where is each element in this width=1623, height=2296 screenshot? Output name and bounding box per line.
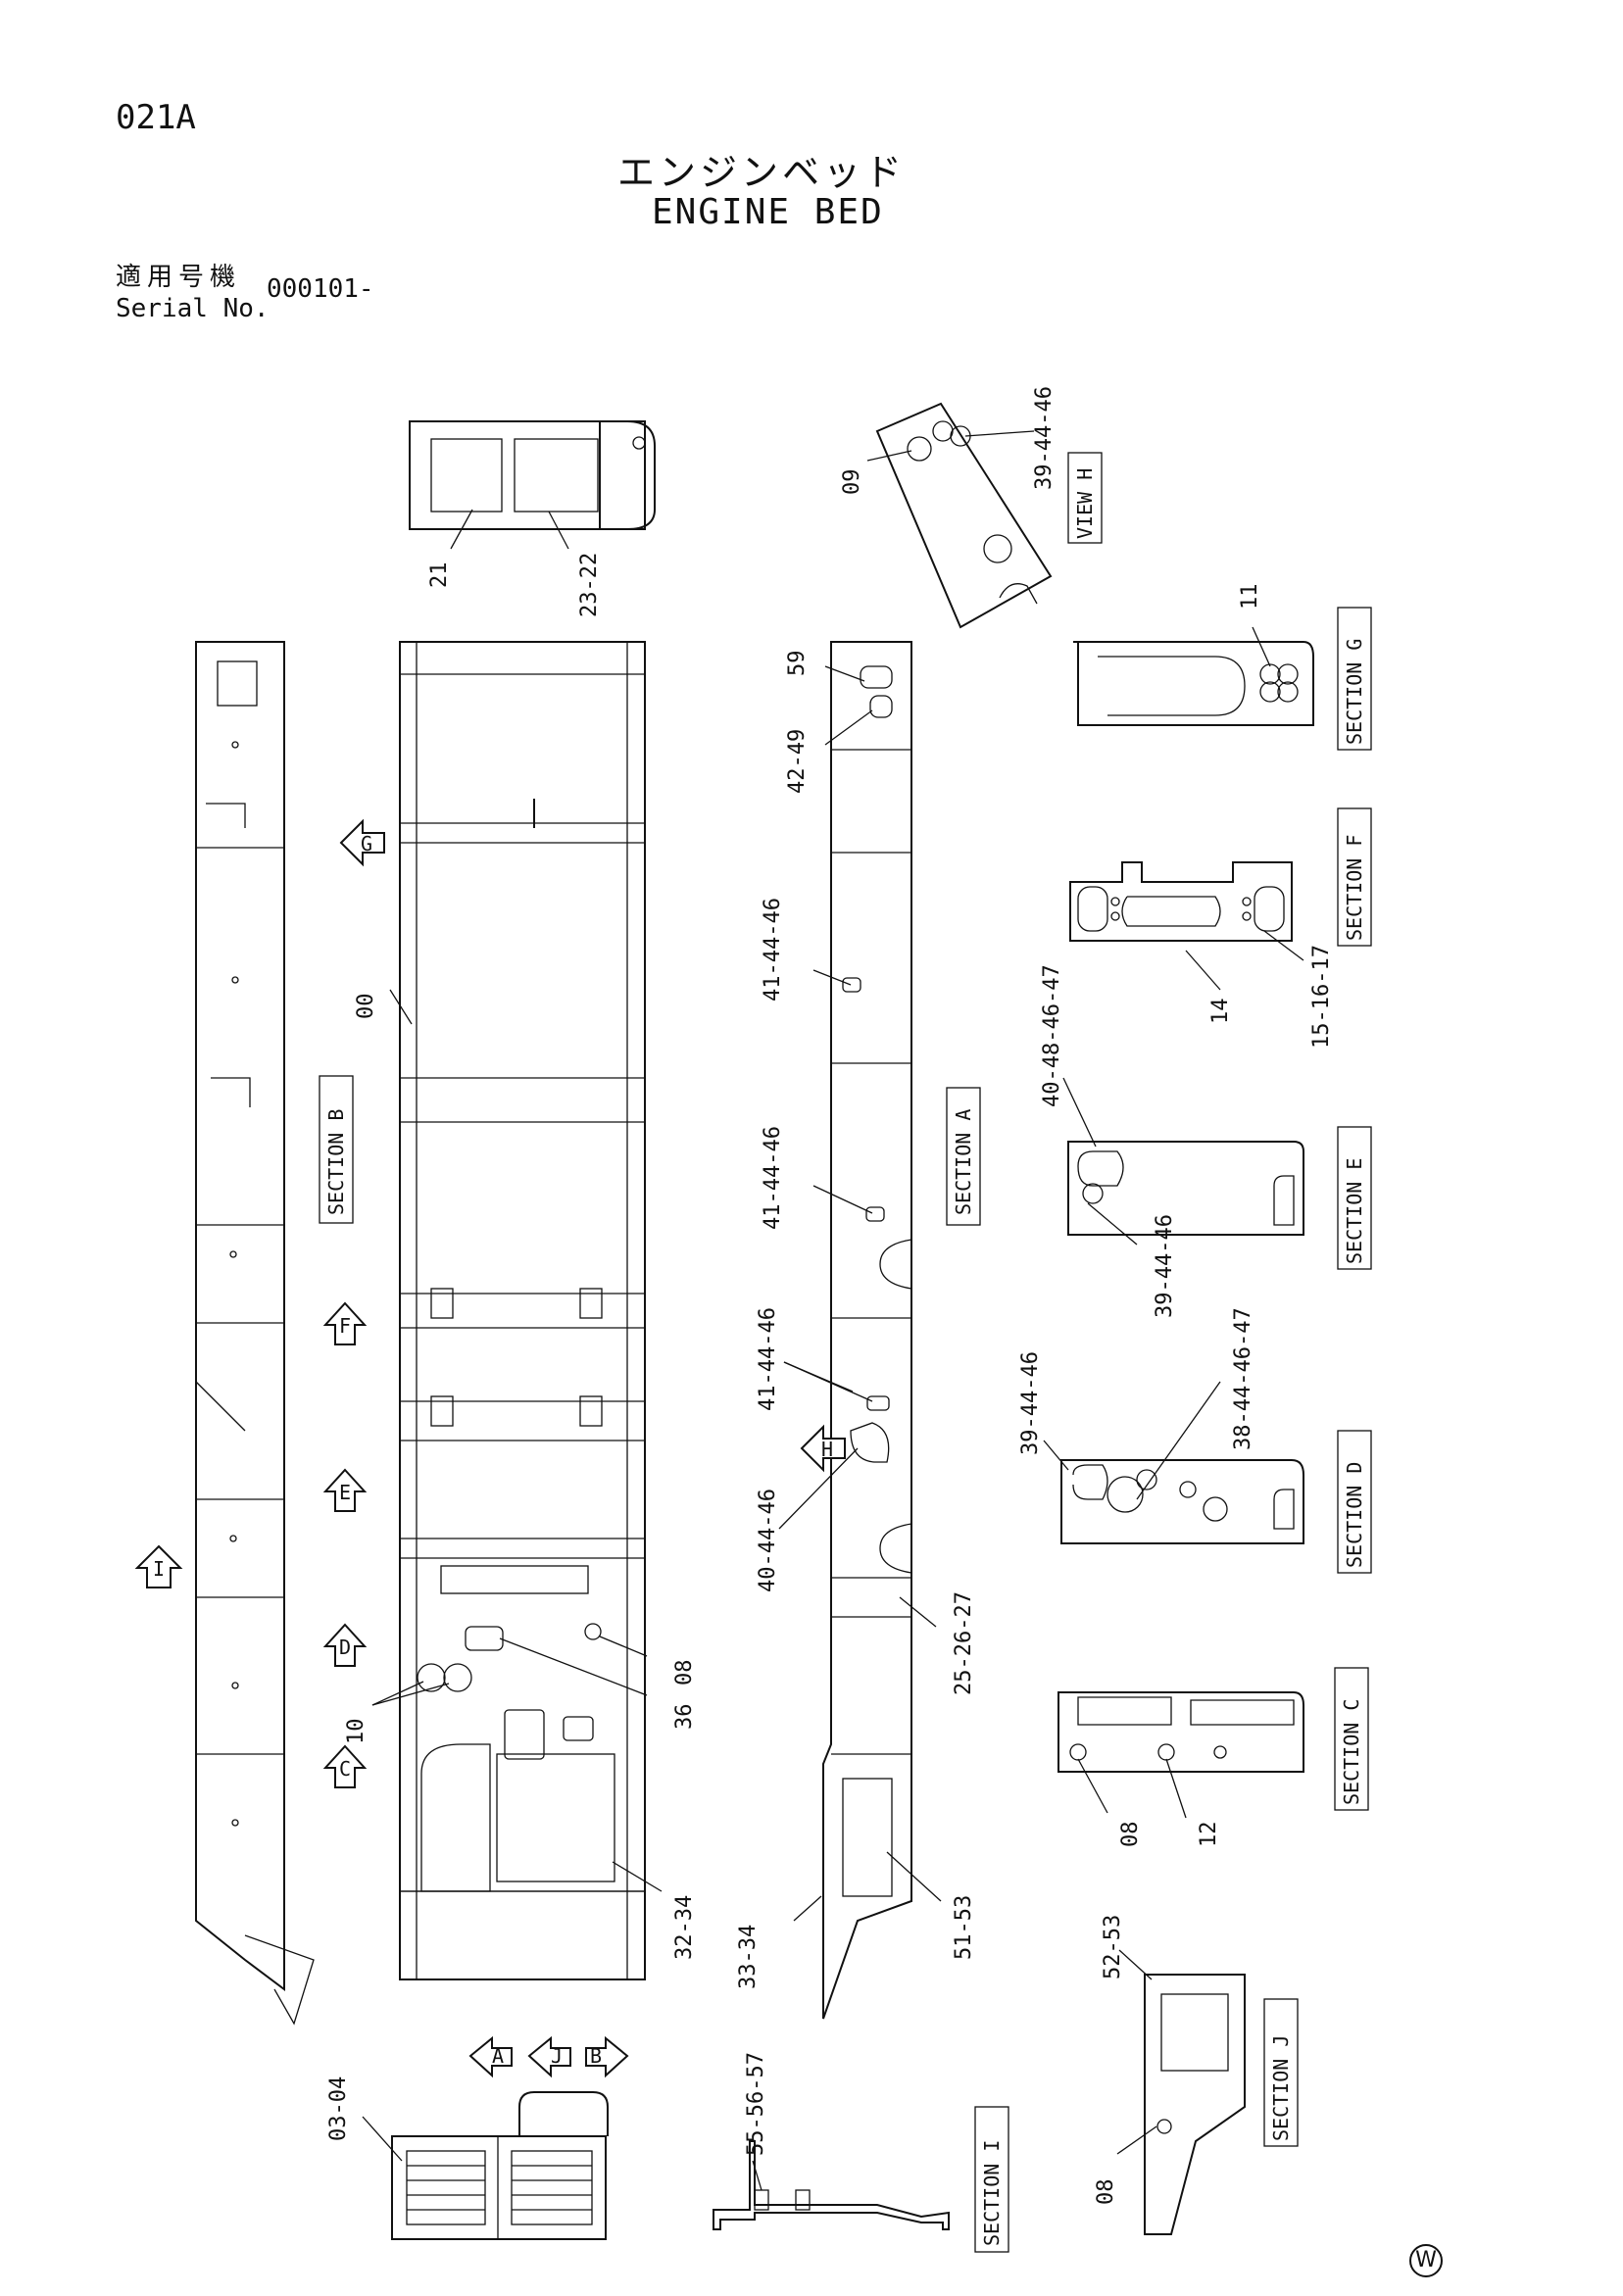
title-english: ENGINE BED: [652, 192, 884, 232]
serial-number-value: 000101-: [267, 274, 374, 304]
arrow-marker-b-bottom: B: [585, 2035, 629, 2078]
section-e-label: SECTION E: [1343, 1158, 1366, 1264]
section-e-label-box: [1337, 1126, 1372, 1270]
callout-39-44-46-view-h: 39-44-46: [1032, 386, 1057, 490]
callout-55-56-57: 55-56-57: [744, 2052, 768, 2156]
section-j-part: [1144, 1974, 1246, 2235]
callout-36: 36: [672, 1704, 697, 1731]
section-d-part: [1060, 1459, 1304, 1544]
arrow-marker-g: G: [339, 818, 385, 867]
svg-text:B: B: [590, 2044, 602, 2068]
callout-10: 10: [344, 1719, 369, 1745]
callout-39-44-46-d: 39-44-46: [1018, 1351, 1043, 1455]
callout-33-34: 33-34: [736, 1925, 761, 1989]
callout-52-53: 52-53: [1101, 1915, 1125, 1979]
section-e-part: [1067, 1141, 1304, 1236]
section-c-label: SECTION C: [1340, 1699, 1363, 1805]
view-h-label: VIEW H: [1073, 468, 1097, 539]
svg-text:E: E: [339, 1481, 351, 1504]
arrow-marker-e: E: [322, 1468, 368, 1512]
publisher-mark: W: [1409, 2244, 1443, 2277]
svg-text:C: C: [339, 1757, 351, 1781]
section-i-label: SECTION I: [980, 2140, 1004, 2246]
svg-text:F: F: [339, 1314, 351, 1338]
svg-text:D: D: [339, 1636, 351, 1659]
callout-51-53: 51-53: [952, 1895, 976, 1960]
section-b-label-box: [319, 1075, 354, 1224]
svg-text:G: G: [361, 832, 372, 855]
arrow-marker-f: F: [322, 1301, 368, 1345]
arrow-marker-a-bottom: A: [468, 2035, 513, 2078]
callout-12: 12: [1197, 1822, 1221, 1848]
callout-08-main: 08: [672, 1660, 697, 1686]
section-a-part: [822, 641, 912, 2020]
view-h-label-box: [1067, 452, 1103, 544]
section-f-label: SECTION F: [1343, 835, 1366, 941]
section-j-label-box: [1263, 1998, 1299, 2147]
section-d-label-box: [1337, 1430, 1372, 1574]
callout-41-44-46-c: 41-44-46: [756, 1307, 780, 1411]
callout-40-48-46-47: 40-48-46-47: [1040, 964, 1064, 1107]
callout-09-view-h: 09: [840, 469, 864, 496]
callout-23-22: 23-22: [577, 553, 602, 617]
main-engine-bed-frame: [399, 641, 646, 1980]
section-g-part: [1073, 641, 1314, 726]
callout-08-section-j: 08: [1094, 2179, 1118, 2206]
section-b-part: [195, 641, 315, 2026]
section-d-label: SECTION D: [1343, 1462, 1366, 1568]
callout-14: 14: [1208, 999, 1233, 1025]
section-f-part: [1069, 861, 1293, 942]
section-c-part: [1057, 1691, 1304, 1773]
section-a-label: SECTION A: [952, 1109, 975, 1215]
svg-text:H: H: [821, 1438, 833, 1461]
arrow-marker-c: C: [322, 1744, 368, 1788]
arrow-marker-j-bottom: J: [527, 2035, 571, 2078]
callout-32-34: 32-34: [672, 1895, 697, 1960]
arrow-marker-h: H: [800, 1424, 846, 1473]
svg-text:I: I: [153, 1557, 165, 1581]
section-a-label-box: [946, 1087, 981, 1226]
section-j-label: SECTION J: [1269, 2035, 1293, 2141]
page-code: 021A: [116, 98, 196, 137]
callout-00: 00: [354, 994, 378, 1020]
grille-cover-part: [409, 420, 656, 530]
callout-08-section-c: 08: [1118, 1822, 1143, 1848]
arrow-marker-i: I: [134, 1544, 183, 1588]
callout-38-44-46-47: 38-44-46-47: [1231, 1307, 1255, 1450]
section-f-label-box: [1337, 807, 1372, 947]
callout-41-44-46-a: 41-44-46: [761, 898, 785, 1001]
serial-label-english: Serial No.: [116, 294, 270, 323]
callout-42-49: 42-49: [785, 729, 810, 794]
serial-label-japanese: 適用号機: [116, 263, 242, 292]
callout-41-44-46-b: 41-44-46: [761, 1126, 785, 1230]
svg-text:J: J: [551, 2044, 563, 2068]
callout-03-04: 03-04: [326, 2076, 351, 2141]
arrow-marker-d: D: [322, 1623, 368, 1667]
rear-box-part: [391, 2091, 609, 2240]
callout-40-44-46: 40-44-46: [756, 1489, 780, 1592]
callout-59: 59: [785, 651, 810, 677]
section-g-label-box: [1337, 607, 1372, 751]
callout-39-44-46-e: 39-44-46: [1153, 1214, 1177, 1318]
section-c-label-box: [1334, 1667, 1369, 1811]
view-h-part: [866, 402, 1053, 629]
callout-25-26-27: 25-26-27: [952, 1591, 976, 1695]
callout-15-16-17: 15-16-17: [1309, 945, 1334, 1049]
callout-21: 21: [427, 562, 452, 589]
callout-11: 11: [1238, 584, 1262, 611]
section-b-label: SECTION B: [324, 1109, 348, 1215]
section-i-label-box: [974, 2106, 1009, 2253]
section-g-label: SECTION G: [1343, 639, 1366, 745]
svg-text:A: A: [492, 2044, 504, 2068]
title-japanese: エンジンベッド: [617, 151, 907, 194]
